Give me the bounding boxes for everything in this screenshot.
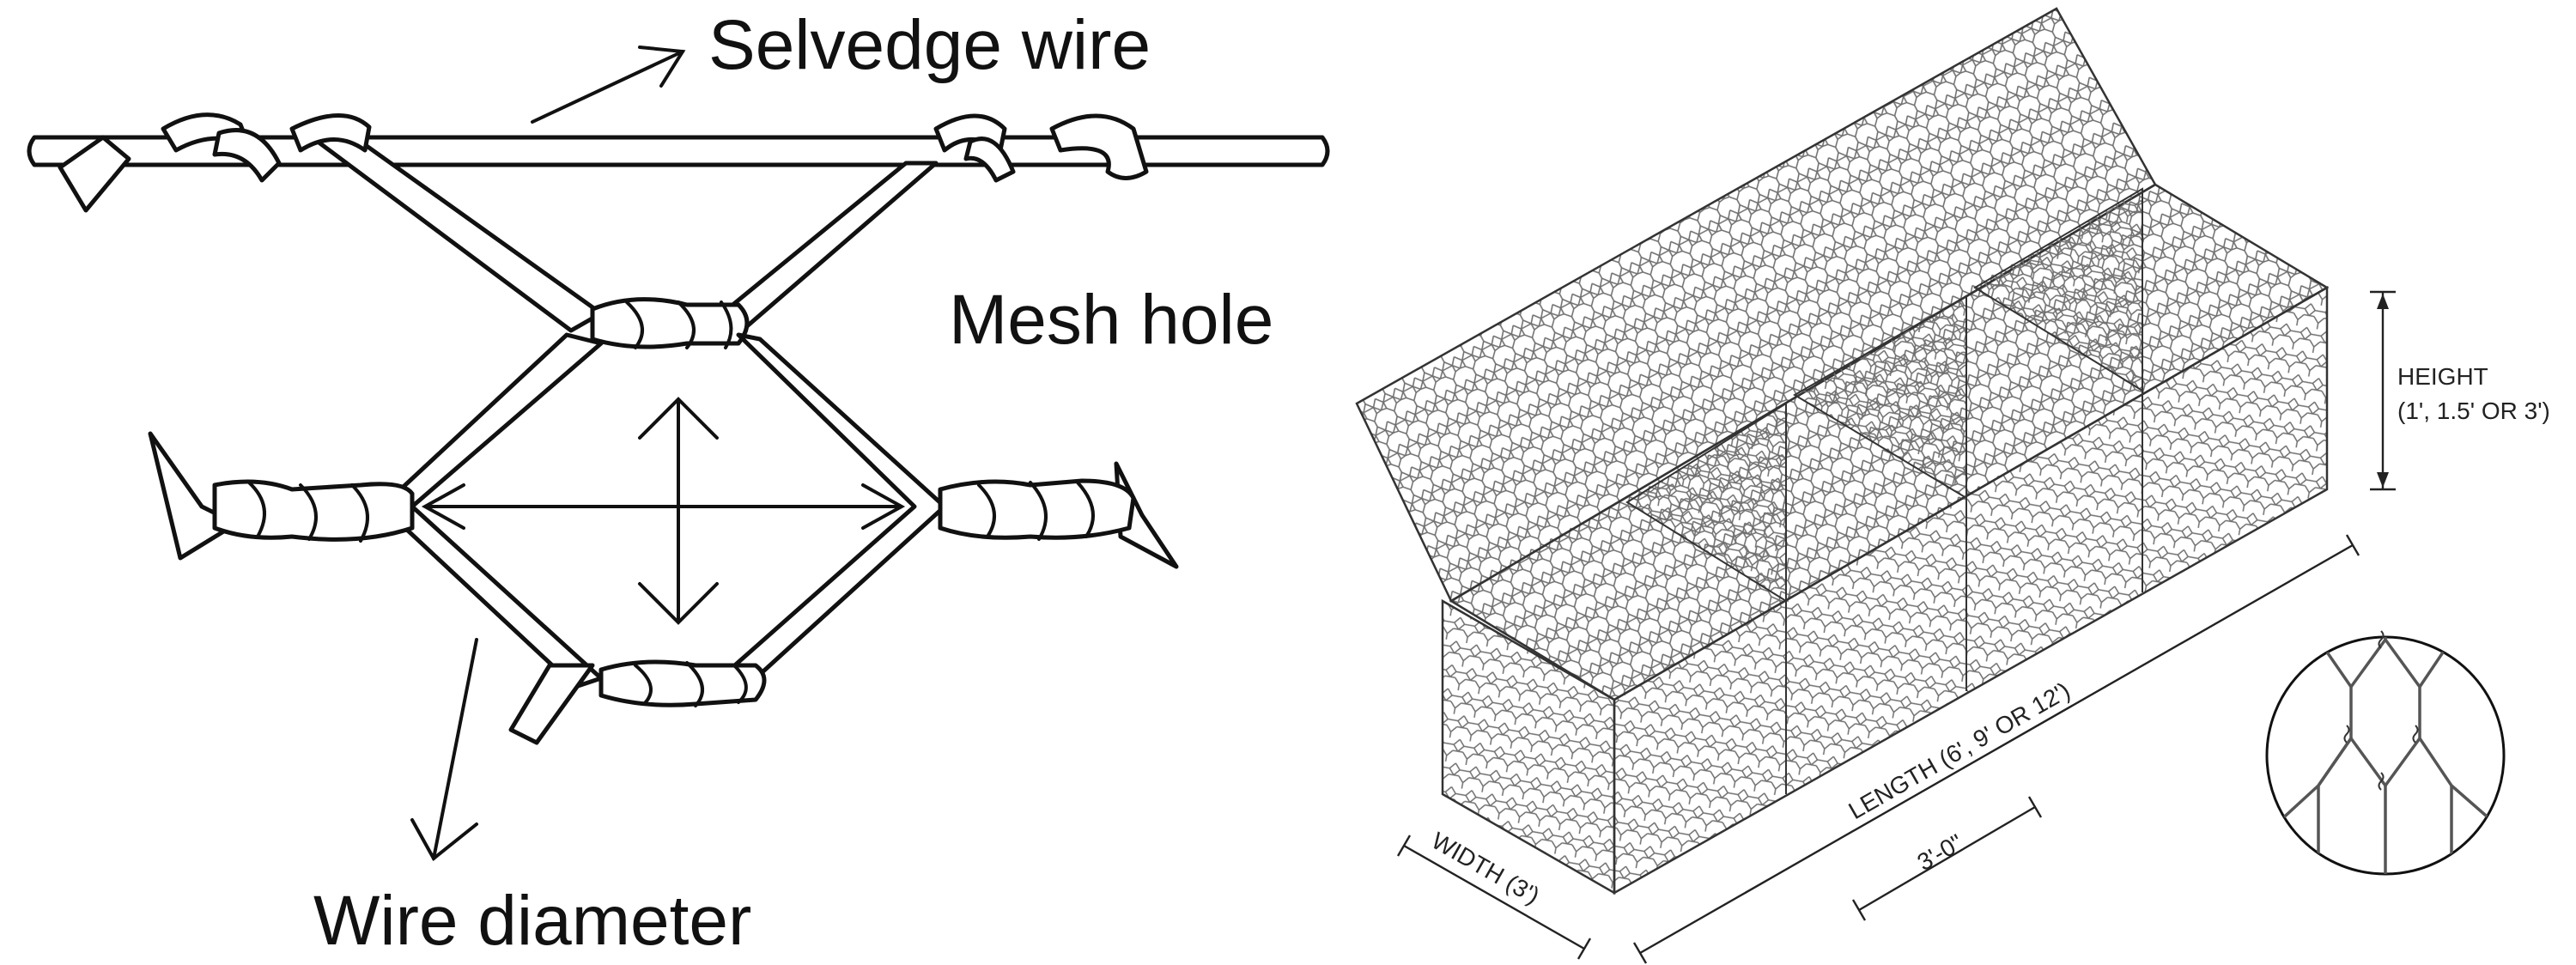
mesh-diamond xyxy=(380,332,604,689)
width-dimension xyxy=(1396,835,1592,960)
wire-tail-left xyxy=(58,135,131,213)
twist-lower xyxy=(508,659,767,745)
length-dimension xyxy=(1632,534,2360,964)
gabion-diaphragm-1 xyxy=(1625,402,1787,603)
wire-diameter-label: Wire diameter xyxy=(313,882,751,960)
mesh-closeup xyxy=(2265,630,2506,876)
gabion-box: HEIGHT (1', 1.5' OR 3') LENGTH (6', 9' O… xyxy=(1355,7,2550,964)
height-label: HEIGHT xyxy=(2397,363,2488,390)
wire-diagonal-2 xyxy=(714,161,939,329)
wire-diameter-arrow xyxy=(410,638,478,862)
selvedge-twist-left xyxy=(161,112,372,183)
spacing-label: 3'-0" xyxy=(1913,828,1968,876)
twist-middle xyxy=(148,431,1179,569)
selvedge-arrow xyxy=(531,46,686,124)
height-values: (1', 1.5' OR 3') xyxy=(2397,398,2550,424)
gabion-diaphragm-3 xyxy=(1973,187,2143,392)
selvedge-twist-right xyxy=(933,113,1149,183)
gabion-diaphragm-2 xyxy=(1793,294,1967,500)
mesh-hole-label: Mesh hole xyxy=(949,281,1273,359)
twist-upper xyxy=(590,297,750,349)
mesh-hole-arrows xyxy=(421,397,906,625)
height-dimension xyxy=(2370,290,2396,491)
spacing-dimension xyxy=(1851,796,2043,921)
wire-detail-illustration: Selvedge wire Mesh hole Wire diameter xyxy=(27,6,1330,960)
selvedge-wire-label: Selvedge wire xyxy=(708,6,1151,84)
